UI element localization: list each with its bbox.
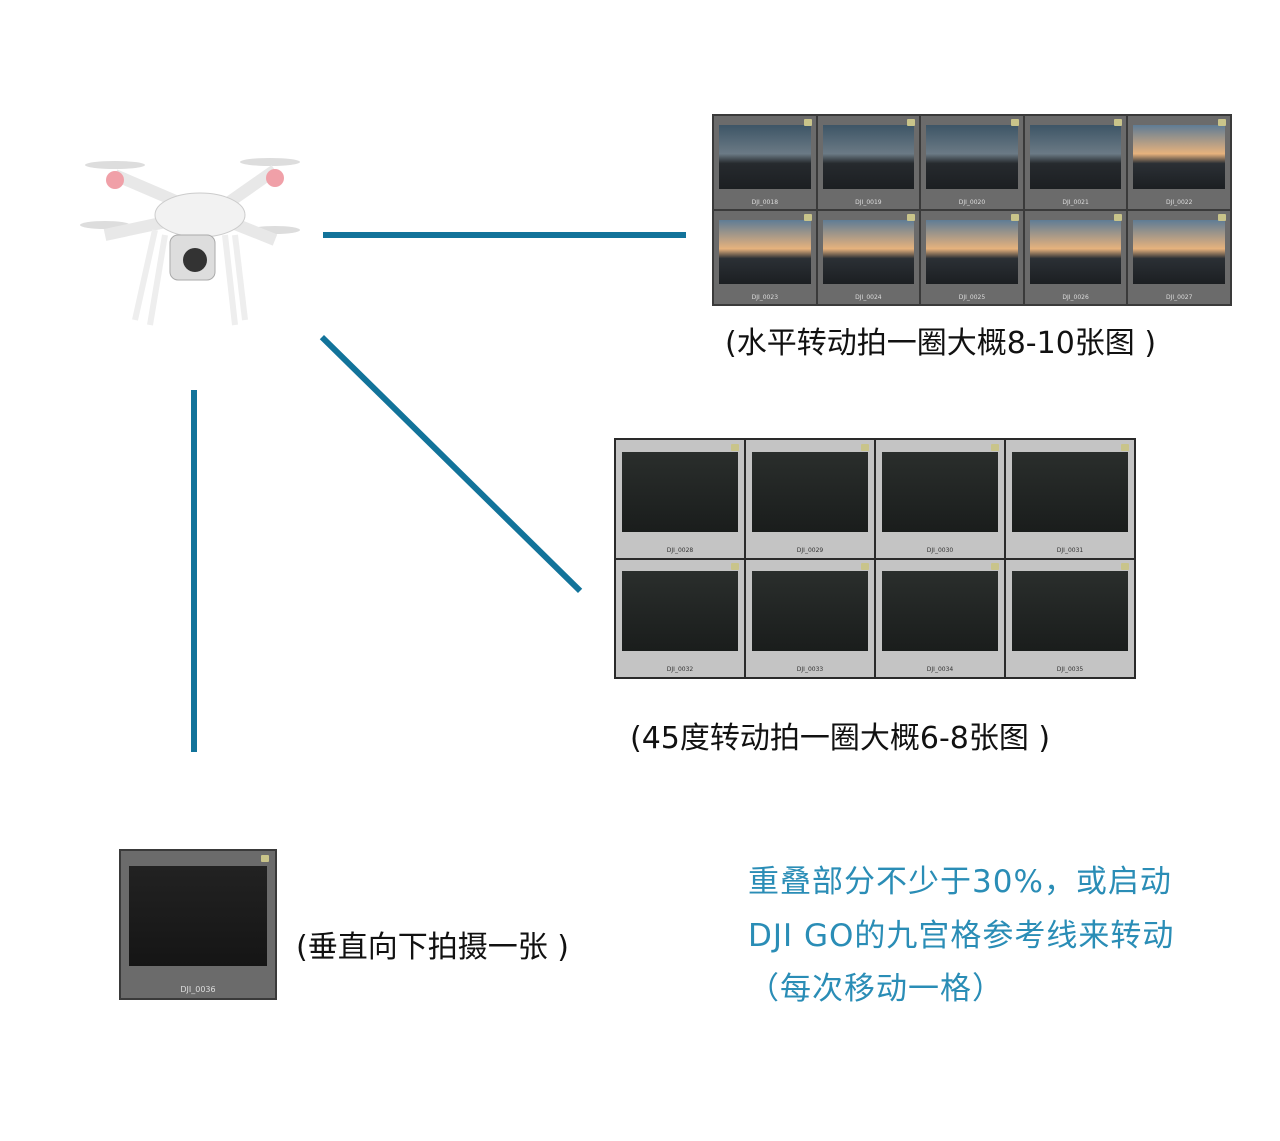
- connector-diagonal: [319, 334, 583, 594]
- thumbnail-filename: DJI_0023: [751, 294, 779, 302]
- photo-preview: [1012, 451, 1128, 532]
- badge-icon: [907, 213, 916, 221]
- photo-preview: [1029, 125, 1122, 189]
- badge-icon: [990, 563, 999, 571]
- thumbnail: DJI_0024: [817, 211, 920, 304]
- thumbnail: DJI_0031: [1006, 440, 1134, 558]
- thumbnail-filename: DJI_0035: [1056, 666, 1084, 674]
- badge-icon: [1114, 213, 1123, 221]
- photo-preview: [926, 125, 1018, 189]
- badge-icon: [803, 118, 812, 126]
- badge-icon: [990, 443, 999, 451]
- vertical-caption: (垂直向下拍摄一张 ): [296, 930, 569, 965]
- badge-icon: [1010, 118, 1019, 126]
- thumbnail-filename: DJI_0031: [1056, 546, 1084, 554]
- thumbnail-filename: DJI_0020: [958, 199, 986, 207]
- thumbnail-filename: DJI_0029: [796, 546, 824, 554]
- horizontal-caption: (水平转动拍一圈大概8-10张图 ): [725, 326, 1157, 361]
- thumbnail-filename: DJI_0018: [751, 199, 779, 207]
- thumbnail: DJI_0030: [876, 440, 1004, 558]
- note-line-2: DJI GO的九宫格参考线来转动: [748, 918, 1175, 954]
- photo-preview: [719, 220, 811, 284]
- thumbnail: DJI_0035: [1006, 559, 1134, 677]
- badge-icon: [860, 443, 869, 451]
- photo-preview: [926, 220, 1018, 284]
- thumbnail: DJI_0019: [817, 116, 920, 209]
- thumbnail-filename: DJI_0030: [926, 546, 954, 554]
- thumbnail-filename: DJI_0021: [1062, 199, 1089, 207]
- thumbnail: DJI_0036: [121, 851, 275, 998]
- photo-preview: [1133, 125, 1225, 189]
- thumbnail-filename: DJI_0019: [855, 199, 882, 207]
- drone-icon: [80, 158, 300, 326]
- badge-icon: [730, 563, 739, 571]
- thumbnail: DJI_0032: [616, 559, 744, 677]
- thumbnail: DJI_0026: [1024, 211, 1127, 304]
- thumbnail: DJI_0022: [1128, 116, 1230, 209]
- thumbnail: DJI_0034: [876, 559, 1004, 677]
- photo-preview: [822, 125, 915, 189]
- photo-preview: [882, 571, 998, 652]
- photo-preview: [1133, 220, 1225, 284]
- badge-icon: [860, 563, 869, 571]
- photo-preview: [752, 571, 868, 652]
- badge-icon: [1120, 563, 1129, 571]
- connector-horizontal: [323, 232, 686, 238]
- photo-preview: [719, 125, 811, 189]
- badge-icon: [1120, 443, 1129, 451]
- photo-preview: [882, 451, 998, 532]
- thumbnail: DJI_0029: [746, 440, 874, 558]
- thumbnail-filename: DJI_0027: [1165, 294, 1193, 302]
- note-line-3: （每次移动一格）: [748, 971, 1004, 1007]
- thumbnail-filename: DJI_0025: [958, 294, 986, 302]
- thumbnail-filename: DJI_0034: [926, 666, 954, 674]
- photo-preview: [822, 220, 915, 284]
- thumbnail: DJI_0033: [746, 559, 874, 677]
- photo-preview: [622, 571, 738, 652]
- thumbnail: DJI_0018: [714, 116, 816, 209]
- thumbnail-filename: DJI_0022: [1165, 199, 1193, 207]
- badge-icon: [730, 443, 739, 451]
- thumbnail-filename: DJI_0032: [666, 666, 694, 674]
- photo-preview: [752, 451, 868, 532]
- note-line-1: 重叠部分不少于30%，或启动: [748, 864, 1172, 900]
- thumbnail-filename: DJI_0036: [180, 984, 216, 994]
- thumbnail: DJI_0025: [921, 211, 1023, 304]
- horizontal-thumbnail-grid: DJI_0018 DJI_0019 DJI_0020 DJI_0021 DJI_0022…: [712, 114, 1232, 306]
- badge-icon: [260, 855, 269, 863]
- badge-icon: [1217, 213, 1226, 221]
- photo-preview: [1029, 220, 1122, 284]
- thumbnail: DJI_0028: [616, 440, 744, 558]
- angle45-caption: (45度转动拍一圈大概6-8张图 ): [630, 721, 1051, 756]
- thumbnail-filename: DJI_0024: [855, 294, 882, 302]
- thumbnail: DJI_0021: [1024, 116, 1127, 209]
- photo-preview: [622, 451, 738, 532]
- thumbnail: DJI_0023: [714, 211, 816, 304]
- thumbnail-filename: DJI_0033: [796, 666, 824, 674]
- thumbnail-filename: DJI_0026: [1062, 294, 1089, 302]
- photo-preview: [128, 865, 268, 966]
- photo-preview: [1012, 571, 1128, 652]
- badge-icon: [1114, 118, 1123, 126]
- badge-icon: [907, 118, 916, 126]
- thumbnail: DJI_0027: [1128, 211, 1230, 304]
- connector-vertical: [191, 390, 197, 752]
- vertical-thumbnail: DJI_0036: [119, 849, 277, 1000]
- badge-icon: [1217, 118, 1226, 126]
- thumbnail-filename: DJI_0028: [666, 546, 694, 554]
- badge-icon: [1010, 213, 1019, 221]
- thumbnail: DJI_0020: [921, 116, 1023, 209]
- badge-icon: [803, 213, 812, 221]
